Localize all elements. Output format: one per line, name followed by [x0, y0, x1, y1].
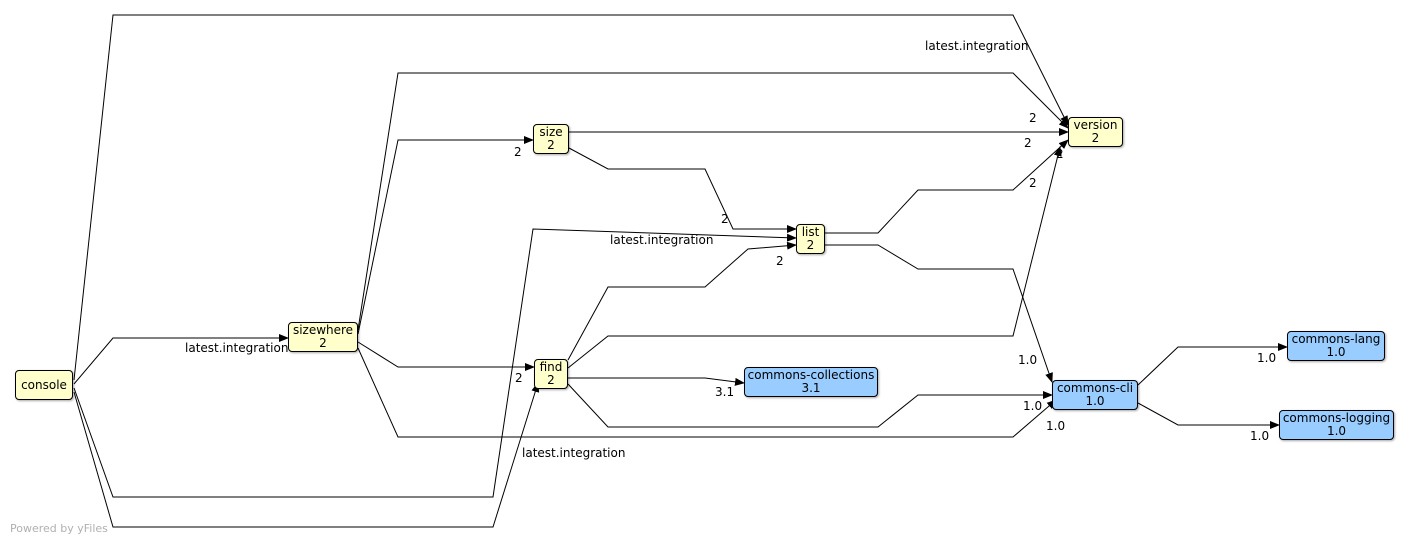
edge-list-version	[825, 139, 1069, 234]
edge-label-console-sizewhere: latest.integration	[185, 341, 289, 355]
edge-label-find-version: 2	[1056, 147, 1064, 161]
node-version: 1.0	[1326, 345, 1346, 359]
edge-sizewhere-size	[357, 136, 534, 335]
edge-cli-lang	[1137, 343, 1288, 386]
node-sizewhere[interactable]: sizewhere 2	[288, 322, 358, 352]
node-version: 1.0	[1085, 394, 1105, 408]
node-version: 1.0	[1326, 424, 1347, 438]
node-size[interactable]: size 2	[533, 124, 569, 154]
node-version: 2	[547, 373, 555, 387]
edge-label-sizewhere-find: 2	[515, 371, 523, 385]
node-list[interactable]: list 2	[796, 224, 825, 254]
node-label: sizewhere	[292, 323, 354, 337]
node-commons-collections[interactable]: commons-collections 3.1	[744, 367, 878, 397]
node-label: find	[539, 360, 563, 374]
edge-label-find-collections: 3.1	[715, 385, 735, 399]
edge-label-sizewhere-cli: 1.0	[1046, 419, 1066, 433]
node-version: 2	[1091, 131, 1100, 145]
edge-sizewhere-find	[357, 341, 535, 371]
edge-label-size-version: 2	[1029, 111, 1037, 125]
node-version: 3.1	[801, 381, 821, 395]
edge-label-find-cli: 1.0	[1023, 399, 1043, 413]
edge-list-cli	[825, 244, 1053, 383]
edge-console-sizewhere	[73, 334, 289, 385]
edge-label-cli-logging: 1.0	[1250, 429, 1270, 443]
node-version[interactable]: version 2	[1068, 117, 1123, 147]
node-version: 2	[319, 336, 327, 350]
edge-label-console-find: latest.integration	[522, 446, 626, 460]
node-label: console	[21, 377, 67, 392]
edge-sizewhere-cli	[357, 347, 1057, 438]
edge-find-cli	[567, 383, 1053, 428]
edge-find-version	[567, 146, 1062, 369]
node-console[interactable]: console	[15, 370, 73, 400]
edge-label-console-list: latest.integration	[610, 233, 714, 247]
node-label: commons-logging	[1282, 411, 1391, 425]
powered-by-footer: Powered by yFiles	[10, 522, 108, 535]
edge-label-find-list: 2	[776, 254, 784, 268]
node-label: commons-collections	[747, 368, 875, 382]
edge-label-cli-lang: 1.0	[1257, 351, 1277, 365]
edge-sizewhere-version	[357, 72, 1069, 331]
edge-find-collections	[568, 377, 745, 386]
edge-cli-logging	[1137, 402, 1280, 429]
node-label: commons-lang	[1291, 332, 1381, 346]
node-commons-cli[interactable]: commons-cli 1.0	[1052, 380, 1138, 410]
edge-label-list-cli: 1.0	[1018, 353, 1038, 367]
node-label: version	[1073, 118, 1118, 132]
edge-console-list	[73, 228, 797, 498]
edge-label-list-version: 2	[1029, 176, 1037, 190]
edge-label-sizewhere-version: 2	[1024, 136, 1032, 150]
edge-console-find	[73, 382, 540, 528]
edge-label-sizewhere-size: 2	[514, 145, 522, 159]
edge-label-size-list: 2	[721, 212, 729, 226]
node-commons-logging[interactable]: commons-logging 1.0	[1279, 410, 1394, 440]
edge-size-list	[568, 147, 797, 233]
node-version: 2	[806, 238, 815, 252]
node-find[interactable]: find 2	[534, 359, 568, 389]
node-version: 2	[547, 138, 555, 152]
node-label: size	[539, 125, 563, 139]
node-label: commons-cli	[1056, 381, 1134, 395]
node-label: list	[801, 225, 820, 239]
edge-find-list	[567, 241, 797, 361]
node-commons-lang[interactable]: commons-lang 1.0	[1287, 331, 1385, 361]
edge-label-console-version: latest.integration	[925, 39, 1029, 53]
edge-console-version	[73, 14, 1069, 381]
